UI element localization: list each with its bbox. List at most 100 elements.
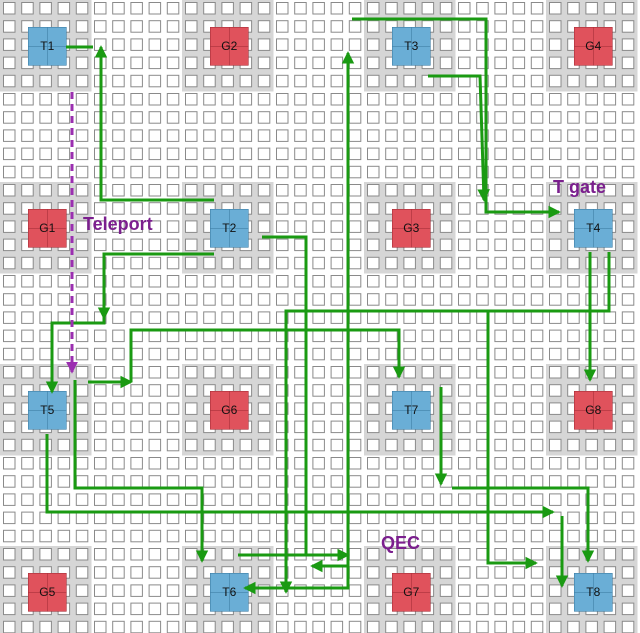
lattice-cell [39,256,52,270]
lattice-cell [294,329,307,343]
lattice-cell [185,202,198,215]
lattice-cell [385,93,398,106]
lattice-cell [257,129,271,142]
lattice-cell [348,202,362,215]
lattice-cell [367,38,380,51]
lattice-cell [148,584,162,597]
lattice-cell [166,584,180,597]
lattice-cell [458,438,471,452]
lattice-cell [367,457,380,470]
lattice-cell [112,129,125,142]
lattice-cell [603,548,617,561]
lattice-cell [130,256,143,270]
lattice-cell [94,529,107,543]
lattice-cell [3,566,16,579]
lattice-cell [112,602,125,616]
lattice-cell [530,256,544,270]
lattice-cell [476,493,489,506]
lattice-cell [185,220,198,233]
lattice-cell [94,329,107,343]
lattice-cell [166,420,180,434]
lattice-cell [239,74,253,88]
lattice-cell [549,366,562,379]
lattice-cell [21,347,34,361]
lattice-cell [312,275,325,288]
lattice-cell [39,111,52,124]
lattice-cell [94,220,107,233]
lattice-cell [312,56,325,70]
lattice-cell [458,548,471,561]
lattice-cell [239,129,253,142]
lattice-cell [512,74,526,88]
lattice-cell [112,56,125,70]
lattice-cell [112,147,125,161]
lattice-cell [348,147,362,161]
lattice-cell [75,420,89,434]
lattice-cell [75,111,89,124]
lattice-cell [294,347,307,361]
lattice-cell [294,93,307,106]
lattice-cell [512,38,526,51]
lattice-cell [112,111,125,124]
lattice-cell [130,93,143,106]
lattice-cell [512,184,526,197]
lattice-cell [57,256,71,270]
lattice-cell [148,20,162,33]
lattice-cell [94,584,107,597]
lattice-cell [330,220,344,233]
lattice-cell [57,184,71,197]
lattice-cell [494,384,507,397]
lattice-cell [148,238,162,252]
lattice-cell [39,93,52,106]
lattice-cell [221,311,234,324]
lattice-cell [476,602,489,616]
lattice-cell [257,74,271,88]
lattice-cell [94,293,107,306]
lattice-cell [130,602,143,616]
lattice-cell [130,2,143,15]
lattice-cell [57,93,71,106]
block-label-t2: T2 [222,221,236,235]
lattice-cell [276,420,289,434]
lattice-cell [530,74,544,88]
lattice-cell [276,129,289,142]
lattice-cell [57,129,71,142]
block-core-g7 [391,572,431,612]
lattice-cell [39,347,52,361]
lattice-cell [239,147,253,161]
lattice-cell [512,620,526,633]
lattice-cell [75,347,89,361]
lattice-cell [166,493,180,506]
lattice-cell [494,457,507,470]
lattice-cell [203,256,216,270]
lattice-cell [221,293,234,306]
lattice-cell [185,493,198,506]
lattice-cell [294,566,307,579]
lattice-cell [439,529,453,543]
lattice-cell [585,275,598,288]
lattice-cell [166,402,180,415]
lattice-cell [585,347,598,361]
block-core-t5 [27,390,67,430]
lattice-cell [348,602,362,616]
lattice-cell [367,311,380,324]
lattice-cell [330,238,344,252]
lattice-cell [421,165,435,179]
lattice-cell [294,184,307,197]
lattice-cell [621,93,635,106]
lattice-cell [294,620,307,633]
lattice-cell [112,548,125,561]
lattice-cell [3,111,16,124]
lattice-cell [330,202,344,215]
lattice-cell [3,384,16,397]
lattice-cell [257,566,271,579]
lattice-cell [3,220,16,233]
lattice-cell [621,602,635,616]
lattice-cell [530,275,544,288]
lattice-cell [330,529,344,543]
lattice-cell [185,275,198,288]
lattice-cell [621,548,635,561]
lattice-cell [403,438,416,452]
lattice-cell [439,147,453,161]
t-gate-annotation: T gate [553,177,606,197]
